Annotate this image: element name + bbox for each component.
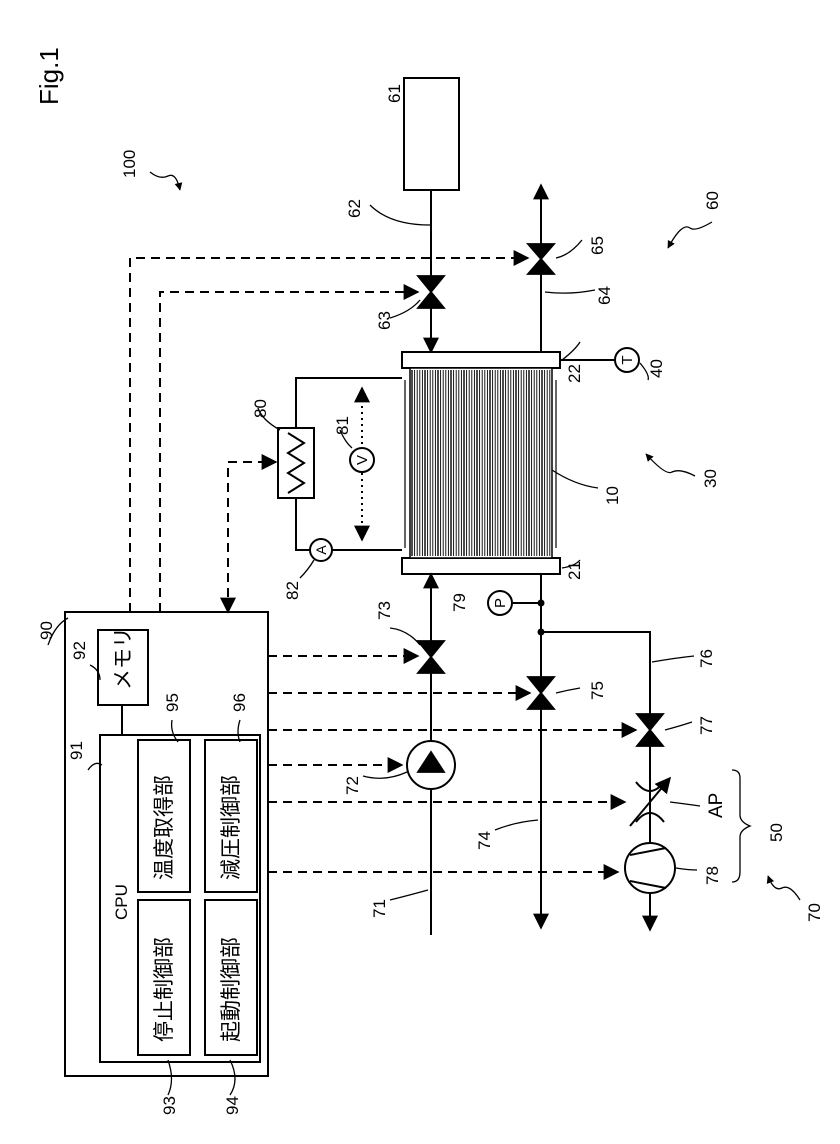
svg-text:P: P [492,598,509,608]
figure-title: Fig.1 [34,47,64,105]
stop-control-unit: 停止制御部 93 [138,900,190,1115]
svg-text:61: 61 [385,84,404,103]
adjustable-throttle: AP [630,778,727,826]
svg-text:74: 74 [475,831,494,850]
svg-text:CPU: CPU [112,884,131,920]
ammeter: A 82 [283,539,332,600]
svg-text:90: 90 [37,621,56,640]
svg-text:40: 40 [647,359,666,378]
svg-text:60: 60 [703,191,722,210]
svg-text:96: 96 [230,693,249,712]
fuel-cell-stack: 22 21 10 [402,342,622,580]
svg-text:71: 71 [370,899,389,918]
svg-text:81: 81 [333,416,352,435]
exhaust-valve-65: 65 [528,236,607,274]
fuel-cell-system-label: 30 [646,454,720,488]
svg-text:77: 77 [697,716,716,735]
outlet-valve-75: 75 [528,677,607,709]
cathode-system-label: 70 [768,876,824,922]
svg-text:起動制御部: 起動制御部 [220,937,243,1042]
svg-text:79: 79 [450,593,469,612]
vacuum-pump-78: 78 [625,843,722,893]
svg-text:A: A [313,545,329,555]
system-label-100: 100 [120,150,180,190]
svg-text:76: 76 [697,649,716,668]
load-circuit: 80 [251,378,402,550]
pressure-sensor: P 79 [450,591,541,615]
svg-text:70: 70 [805,903,824,922]
inlet-valve-73: 73 [375,601,444,673]
bypass-valve-77: 77 [637,714,716,746]
bypass-pipe: 76 [541,632,716,930]
svg-text:63: 63 [375,311,394,330]
svg-text:100: 100 [120,150,139,178]
svg-text:80: 80 [251,399,270,418]
svg-text:73: 73 [375,601,394,620]
svg-text:Fig.1: Fig.1 [34,47,64,105]
svg-text:62: 62 [345,199,364,218]
svg-text:減圧制御部: 減圧制御部 [220,775,243,880]
svg-text:82: 82 [283,581,302,600]
supply-valve-63: 63 [375,276,444,330]
svg-text:T: T [619,355,636,364]
start-control-unit: 起動制御部 94 [205,900,257,1115]
svg-text:V: V [354,455,371,465]
svg-text:メモリ: メモリ [112,627,135,690]
compressor-72: 72 [343,741,455,795]
svg-text:91: 91 [67,741,86,760]
svg-text:22: 22 [565,364,584,383]
svg-text:72: 72 [343,776,362,795]
svg-text:95: 95 [163,693,182,712]
svg-text:30: 30 [701,469,720,488]
anode-system-label: 60 [668,191,722,248]
svg-text:64: 64 [595,286,614,305]
svg-text:50: 50 [767,823,786,842]
svg-text:94: 94 [223,1096,242,1115]
voltmeter: V 81 [333,388,374,540]
hydrogen-tank: 61 [385,78,459,190]
svg-text:10: 10 [603,486,622,505]
svg-text:92: 92 [70,641,89,660]
pressure-reduction-unit-label: 50 [732,770,786,882]
svg-text:75: 75 [588,681,607,700]
svg-text:93: 93 [160,1096,179,1115]
svg-text:停止制御部: 停止制御部 [153,937,176,1042]
anode-exhaust-pipe: 64 [541,185,614,352]
svg-text:65: 65 [588,236,607,255]
svg-text:AP: AP [706,793,727,818]
svg-text:78: 78 [703,866,722,885]
svg-text:温度取得部: 温度取得部 [153,775,176,880]
cathode-outlet-pipe: 74 [475,574,545,928]
